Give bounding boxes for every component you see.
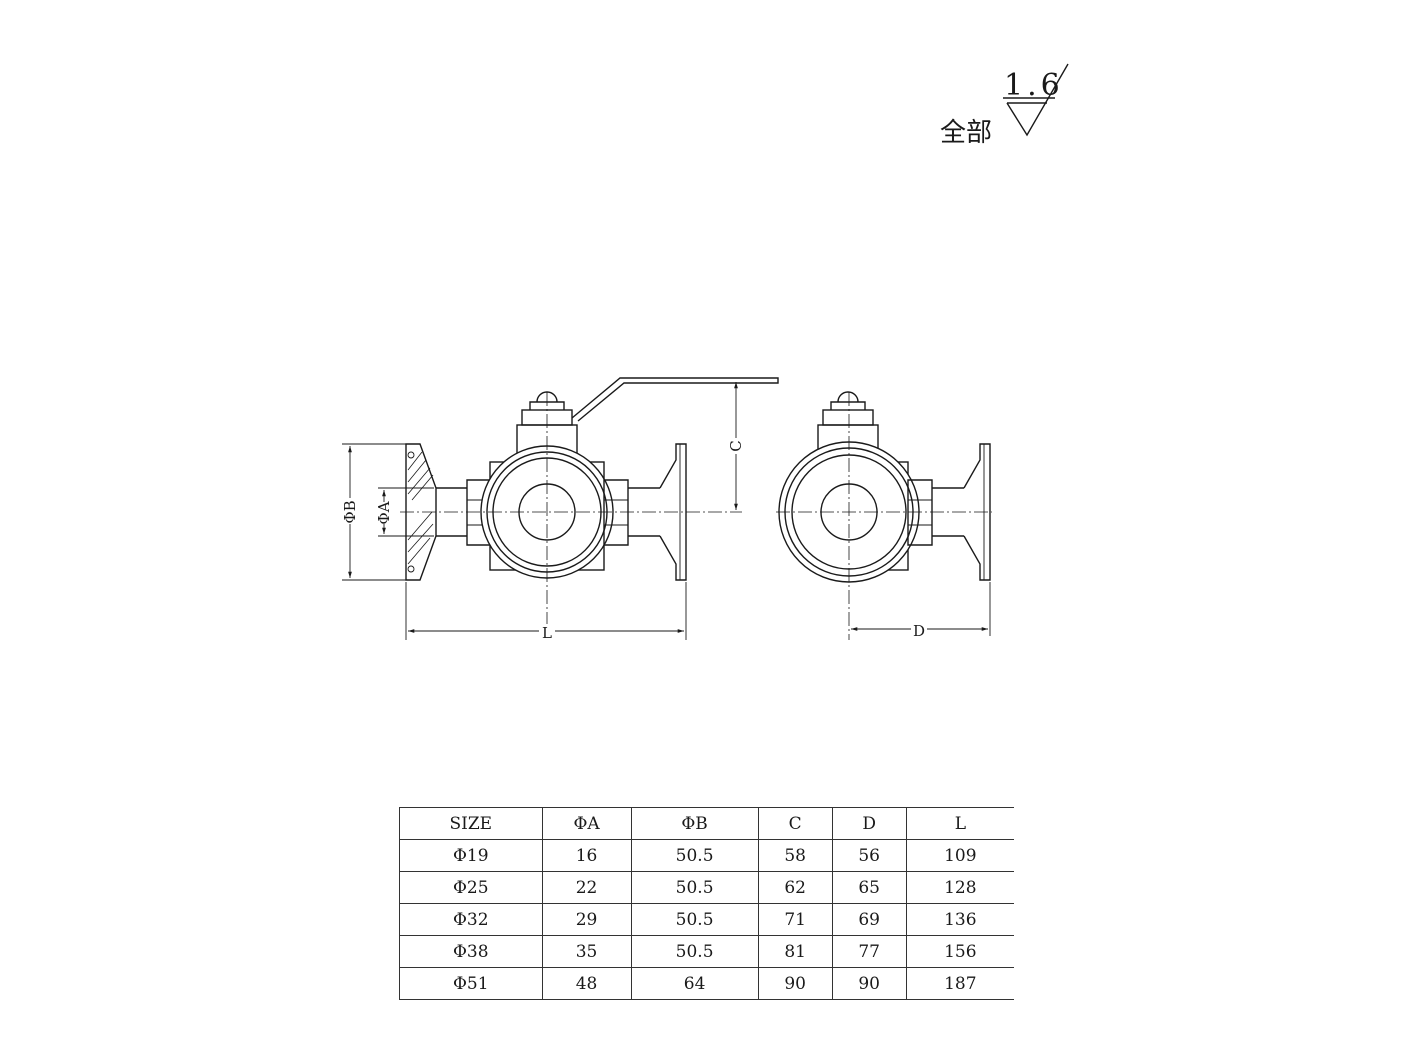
roughness-value: 1.6 [1004,68,1064,103]
table-cell: 35 [541,935,632,968]
table-header-cell: D [831,807,907,840]
dimension-label-c: C [727,440,745,451]
table-cell: 58 [757,839,833,872]
table-header-cell: L [905,807,1014,840]
dimension-label-l: L [542,624,552,642]
table-cell: Φ38 [399,935,543,968]
table-cell: 65 [831,871,907,904]
dimension-label-phi-b: ΦB [341,500,359,523]
table-cell: 90 [831,967,907,1000]
table-cell: 22 [541,871,632,904]
table-row: Φ25 22 50.5 62 65 128 [399,871,1014,904]
table-cell: 77 [831,935,907,968]
table-header-cell: ΦA [541,807,632,840]
table-cell: 187 [905,967,1014,1000]
table-cell: 128 [905,871,1014,904]
table-row: Φ32 29 50.5 71 69 136 [399,903,1014,936]
table-cell: 90 [757,967,833,1000]
table-header-cell: C [757,807,833,840]
table-cell: 50.5 [630,903,759,936]
table-cell: 29 [541,903,632,936]
table-cell: 16 [541,839,632,872]
table-row: Φ19 16 50.5 58 56 109 [399,839,1014,872]
table-cell: 69 [831,903,907,936]
surface-roughness-symbol: 1.6 全部 [940,63,1069,148]
table-header-cell: ΦB [630,807,759,840]
table-cell: 50.5 [630,871,759,904]
front-view [400,377,779,640]
dimension-label-phi-a: ΦA [375,501,393,524]
dimension-label-d: D [913,622,925,640]
table-cell: 50.5 [630,935,759,968]
roughness-label: 全部 [940,118,992,148]
table-cell: 62 [757,871,833,904]
table-cell: 64 [630,967,759,1000]
table-cell: 136 [905,903,1014,936]
table-cell: 156 [905,935,1014,968]
table-header-cell: SIZE [399,807,543,840]
table-header-row: SIZE ΦA ΦB C D L [399,807,1014,840]
table-row: Φ38 35 50.5 81 77 156 [399,935,1014,968]
side-view [776,391,992,640]
table-cell: 56 [831,839,907,872]
table-cell: 50.5 [630,839,759,872]
table-cell: Φ32 [399,903,543,936]
table-cell: 71 [757,903,833,936]
table-cell: 81 [757,935,833,968]
size-spec-table: SIZE ΦA ΦB C D L Φ19 16 50.5 58 56 109 Φ… [399,807,1014,1000]
table-cell: Φ51 [399,967,543,1000]
dimension-labels: ΦB ΦA C L D [341,438,927,642]
table-cell: 109 [905,839,1014,872]
table-cell: 48 [541,967,632,1000]
table-row: Φ51 48 64 90 90 187 [399,967,1014,1000]
table-cell: Φ25 [399,871,543,904]
table-cell: Φ19 [399,839,543,872]
